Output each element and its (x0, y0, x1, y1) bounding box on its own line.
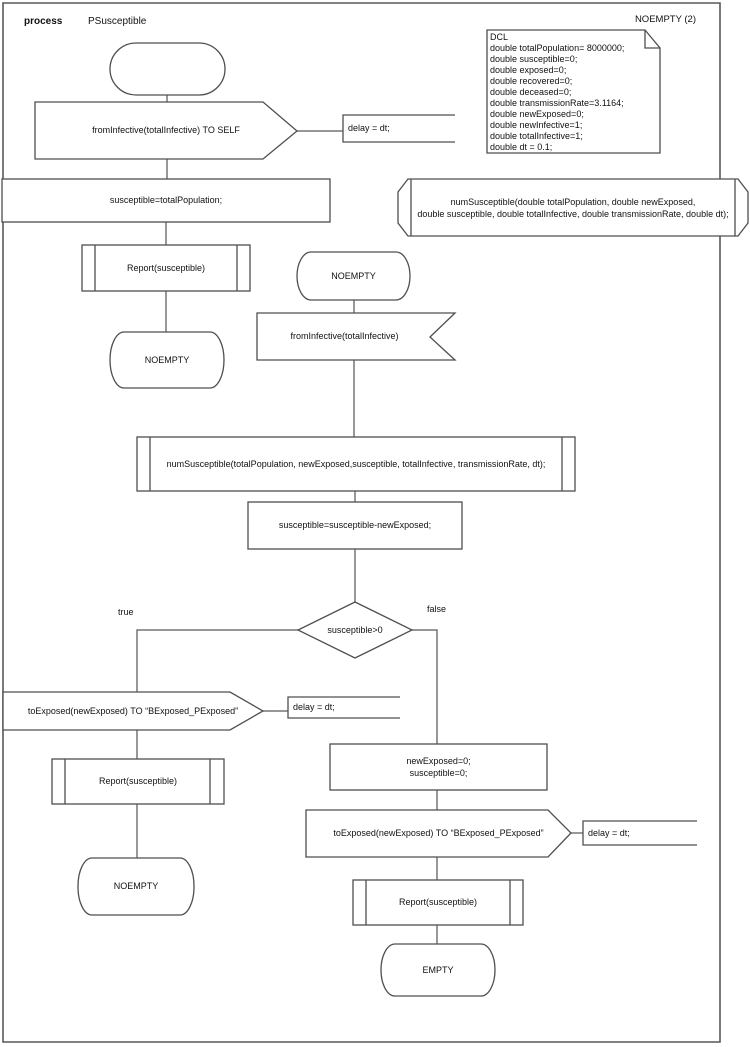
procedure-declaration-label: numSusceptible(double totalPopulation, d… (417, 196, 729, 219)
branch-true-label: true (118, 606, 134, 617)
delay-true-label: delay = dt; (293, 702, 335, 712)
decision-label: susceptible>0 (327, 624, 383, 635)
send-false-label: toExposed(newExposed) TO “BExposed_PExpo… (333, 828, 544, 838)
send-to-self-node[interactable] (34, 101, 299, 160)
start-node[interactable] (109, 42, 226, 96)
delay-comment-false[interactable] (582, 820, 697, 846)
process-name-label: PSusceptible (88, 16, 147, 27)
task-update-node[interactable] (247, 501, 463, 550)
task-reset-node[interactable] (329, 743, 548, 791)
report-node-true[interactable] (51, 758, 225, 805)
report-node-false[interactable] (352, 879, 524, 926)
input-signal-node[interactable] (256, 312, 457, 361)
delay-comment-top[interactable] (342, 114, 455, 143)
state-empty-label: EMPTY (422, 964, 454, 975)
procedure-call-node[interactable] (136, 436, 576, 492)
state-noempty-right-node[interactable] (296, 251, 411, 301)
note-fold-corner (644, 30, 660, 49)
report-node-top[interactable] (81, 244, 251, 292)
branch-false-label: false (427, 603, 447, 614)
delay-comment-true[interactable] (287, 696, 400, 719)
procedure-call-label: numSusceptible(totalPopulation, newExpos… (166, 458, 546, 469)
report-false-label: Report(susceptible) (398, 897, 478, 907)
state-noempty-left-node[interactable] (109, 331, 225, 389)
delay-false-label: delay = dt; (588, 827, 630, 838)
state-noempty-bottom-label: NOEMPTY (113, 881, 159, 891)
decision-node[interactable] (296, 601, 414, 659)
state-noempty-left-label: NOEMPTY (144, 354, 190, 365)
send-to-self-label: fromInfective(totalInfective) TO SELF (92, 125, 240, 135)
corner-note-label: NOEMPTY (2) (634, 13, 696, 25)
state-noempty-right-label: NOEMPTY (331, 270, 376, 281)
task-update-label: susceptible=susceptible-newExposed; (278, 520, 432, 530)
state-empty-node[interactable] (380, 943, 496, 997)
edge-true-branch (136, 629, 298, 692)
report-true-label: Report(susceptible) (98, 776, 178, 786)
process-kind-label: process (24, 16, 63, 27)
procedure-declaration-shape[interactable] (397, 178, 749, 237)
send-false-node[interactable] (305, 809, 572, 858)
task-init-node[interactable] (1, 178, 331, 223)
send-true-node[interactable] (2, 691, 265, 731)
delay-top-label: delay = dt; (348, 123, 390, 133)
task-init-label: susceptible=totalPopulation; (109, 195, 223, 205)
task-reset-label: newExposed=0; susceptible=0; (406, 756, 471, 778)
state-noempty-bottom-node[interactable] (77, 857, 195, 916)
declarations-note-label: DCL double totalPopulation= 8000000; dou… (490, 32, 625, 152)
input-signal-label: fromInfective(totalInfective) (290, 331, 399, 341)
connector-lines (136, 95, 583, 944)
report-top-label: Report(susceptible) (126, 262, 206, 273)
edge-false-branch (412, 629, 438, 744)
declarations-note-shape[interactable] (486, 29, 661, 154)
send-true-label: toExposed(newExposed) TO “BExposed_PExpo… (27, 705, 239, 716)
